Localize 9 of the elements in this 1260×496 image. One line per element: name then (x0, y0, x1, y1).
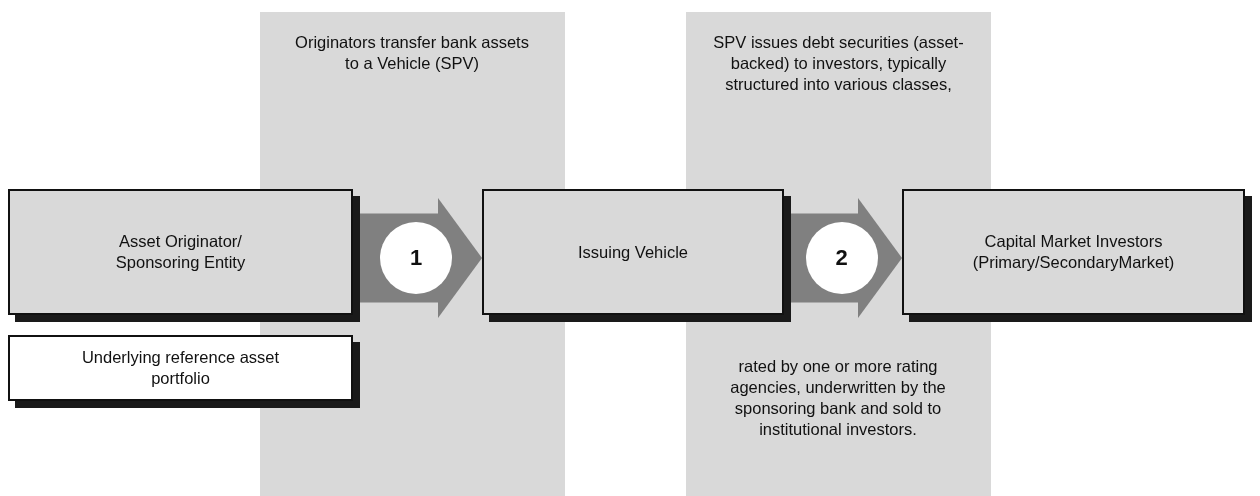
step-description: SPV issues debt securities (asset-backed) to investors, typically structured into various classes, (712, 32, 965, 95)
box-label: Issuing Vehicle (577, 241, 689, 263)
step-description: Originators transfer bank assets to a Vehicle (SPV) (294, 32, 530, 74)
box-label: Asset Originator/ Sponsoring Entity (114, 231, 247, 273)
box-label: Capital Market Investors (Primary/SecondaryMarket) (971, 231, 1176, 273)
block-arrow (360, 198, 482, 318)
step-description: rated by one or more rating agencies, underwritten by the sponsoring bank and sold to institutional investors. (729, 356, 947, 440)
box-label: Underlying reference asset portfolio (80, 347, 281, 389)
block-arrow (791, 198, 902, 318)
